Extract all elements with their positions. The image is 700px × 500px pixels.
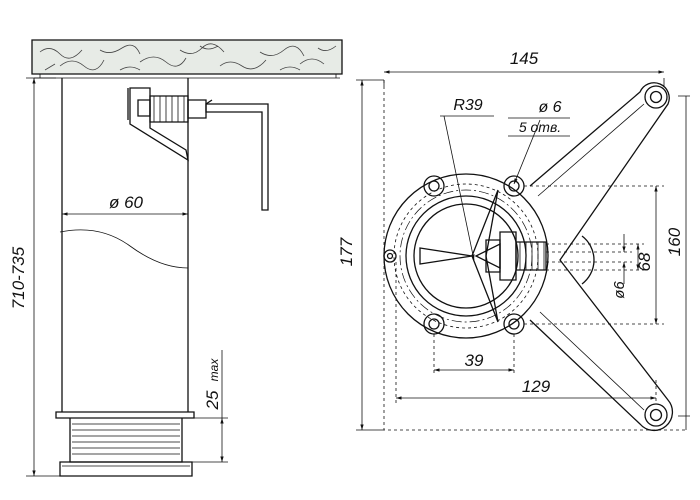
dim-span-68: 68 bbox=[546, 243, 654, 271]
dim-thread-max-label: max bbox=[207, 358, 221, 382]
plate-top-view: 145 177 bbox=[337, 49, 690, 432]
hole-upper-left bbox=[423, 175, 445, 197]
dim-span-39: 39 bbox=[433, 334, 515, 374]
clamp-mechanism bbox=[419, 189, 547, 323]
dim-radius-label: R39 bbox=[453, 97, 482, 114]
dim-diameter-60: ø 60 bbox=[61, 193, 188, 216]
dim-height-label: 710-735 bbox=[9, 246, 28, 309]
dim-span-160: 160 bbox=[524, 95, 690, 430]
round-base bbox=[383, 173, 549, 339]
hole-bottom-right bbox=[644, 403, 668, 427]
dim-hole: ø 6 5 отв. bbox=[508, 99, 570, 185]
dim-bolt: ø6 bbox=[546, 234, 632, 299]
leg-side-view: 710-735 ø 60 25 max bbox=[9, 39, 343, 477]
hole-lower-right bbox=[503, 313, 525, 335]
dim-thread-25: 25 max bbox=[184, 350, 228, 463]
mount-bracket bbox=[127, 87, 269, 211]
thread-adjuster bbox=[59, 418, 193, 477]
arm-holes bbox=[644, 85, 668, 427]
hole-top-right bbox=[644, 85, 668, 109]
dim-plate-width-label: 145 bbox=[510, 49, 539, 68]
hole-upper-right bbox=[503, 175, 525, 197]
base-holes bbox=[423, 175, 525, 335]
dim-span-129: 129 bbox=[395, 262, 657, 404]
dim-hole-diameter-label: ø 6 bbox=[538, 99, 561, 116]
dim-hole-count-label: 5 отв. bbox=[519, 119, 561, 135]
dim-span-39-label: 39 bbox=[465, 351, 484, 370]
dim-span-129-label: 129 bbox=[522, 377, 551, 396]
dim-plate-height: 177 bbox=[337, 79, 686, 431]
dim-thread-25-label: 25 bbox=[203, 390, 222, 410]
dim-radius: R39 bbox=[440, 97, 494, 261]
dim-bolt-label: ø6 bbox=[611, 281, 628, 299]
dim-plate-width: 145 bbox=[383, 49, 665, 86]
dim-diameter-60-label: ø 60 bbox=[109, 193, 144, 212]
dim-plate-height-label: 177 bbox=[337, 237, 356, 266]
dim-span-68-label: 68 bbox=[635, 252, 654, 271]
dim-span-160-label: 160 bbox=[665, 227, 684, 256]
dim-height: 710-735 bbox=[9, 77, 60, 477]
plate-arms bbox=[529, 82, 674, 432]
table-top bbox=[31, 39, 343, 79]
leg-tube bbox=[55, 78, 195, 419]
